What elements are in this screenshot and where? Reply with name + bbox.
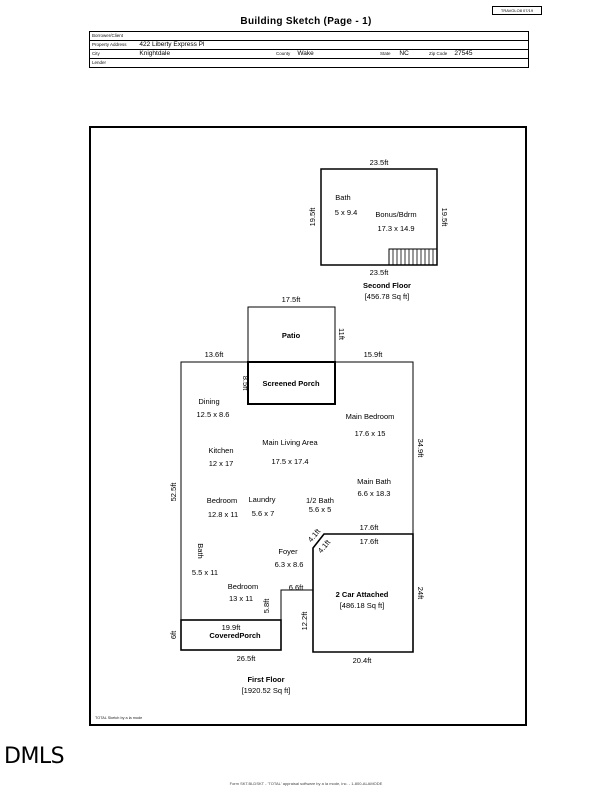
covered-porch-outline [180,619,282,651]
city-label: City [92,51,100,56]
form-code: TRAVOLO8 07/19 [492,6,542,15]
step-dim-side: 5.8ft [262,598,271,614]
second-dim-bottom: 23.5ft [370,268,390,277]
kitchen-label: Kitchen [208,446,233,455]
second-dim-right: 19.5ft [440,208,449,228]
living-label: Main Living Area [262,438,318,447]
covered-porch-label: CoveredPorch [209,631,261,640]
dim-top-left: 13.6ft [205,350,225,359]
borrower-label: Borrower/Client [92,33,124,38]
first-floor-name: First Floor [247,675,284,684]
garage-dim-right: 24ft [416,587,425,600]
main-bath-size: 6.6 x 18.3 [358,489,391,498]
second-bath-label: Bath [335,193,350,202]
lender-label: Lender [92,60,107,65]
stair-icon [388,248,438,266]
address-label: Property Address [92,42,127,47]
second-dim-top: 23.5ft [370,158,390,167]
bedroom1-label: Bedroom [207,496,237,505]
state-label: State [380,51,391,56]
garage-label: 2 Car Attached [336,590,389,599]
dim-right-side: 34.9ft [416,439,425,459]
second-floor-outline [320,168,438,266]
garage-dim-top-inner: 17.6ft [360,537,380,546]
step-dim-top: 6.6ft [289,583,305,592]
dim-bottom-left: 26.5ft [237,654,257,663]
zip-label: Zip Code [429,51,448,56]
address-value: 422 Liberty Express Pl [139,41,205,48]
page-footer: Form SKT.BLDSKT - 'TOTAL' appraisal soft… [229,781,383,786]
bonus-size: 17.3 x 14.9 [377,224,414,233]
bath-size: 5.5 x 11 [192,568,218,577]
garage-outline [312,533,414,653]
patio-dim-top: 17.5ft [282,295,302,304]
first-floor-area: [1920.52 Sq ft] [242,686,291,695]
county-value: Wake [297,50,314,57]
dim-left-side: 52.5ft [169,482,178,502]
sketch-footnote: TOTAL Sketch by a la mode [95,716,143,720]
dining-size: 12.5 x 8.6 [197,410,230,419]
bedroom2-size: 13 x 11 [229,594,253,603]
garage-dim-left: 12.2ft [300,611,309,631]
dim-top-right: 15.9ft [364,350,384,359]
garage-dim-top-outer: 17.6ft [360,523,380,532]
screened-porch-outline [247,361,336,405]
second-dim-left: 19.5ft [308,207,317,227]
patio-label: Patio [282,331,301,340]
second-floor: 23.5ft 23.5ft 19.5ft 19.5ft Bath 5 x 9.4… [308,158,449,301]
bath-label: Bath [196,543,205,558]
laundry-size: 5.6 x 7 [252,509,275,518]
second-floor-name: Second Floor [363,281,411,290]
zip-value: 27545 [454,50,473,57]
sketch-frame [89,126,527,726]
header-table: Borrower/Client Property Address 422 Lib… [89,31,529,68]
foyer-label: Foyer [278,547,298,556]
patio-dim-right: 11ft [337,328,346,341]
main-bedroom-label: Main Bedroom [346,412,395,421]
porch-dim-top: 19.9ft [222,623,242,632]
garage-area: [486.18 Sq ft] [340,601,385,610]
dining-label: Dining [198,397,219,406]
living-size: 17.5 x 17.4 [271,457,308,466]
bedroom2-label: Bedroom [228,582,258,591]
half-bath-label: 1/2 Bath [306,496,334,505]
bonus-label: Bonus/Bdrm [375,210,416,219]
kitchen-size: 12 x 17 [209,459,234,468]
porch-dim-side: 6ft [169,630,178,639]
dmls-logo: DMLS [4,744,65,769]
foyer-size: 6.3 x 8.6 [275,560,304,569]
second-bath-size: 5 x 9.4 [335,208,358,217]
half-bath-size: 5.6 x 5 [309,505,332,514]
second-floor-area: [456.78 Sq ft] [365,292,410,301]
bedroom1-size: 12.8 x 11 [208,510,238,519]
first-floor: 17.5ft 11ft Patio 13.6ft 15.9ft 8.5ft Sc… [169,295,425,695]
screened-dim-side: 8.5ft [241,376,250,392]
diag-dim-1: 4.1ft [306,526,323,544]
main-bedroom-size: 17.6 x 15 [355,429,386,438]
main-bath-label: Main Bath [357,477,391,486]
lender-row: Lender [89,58,529,68]
city-value: Knightdale [139,50,171,57]
state-value: NC [399,50,409,57]
dim-bottom-right: 20.4ft [353,656,373,665]
screened-porch-label: Screened Porch [262,379,320,388]
page-title: Building Sketch (Page - 1) [240,16,372,27]
county-label: County [276,51,291,56]
laundry-label: Laundry [248,495,275,504]
